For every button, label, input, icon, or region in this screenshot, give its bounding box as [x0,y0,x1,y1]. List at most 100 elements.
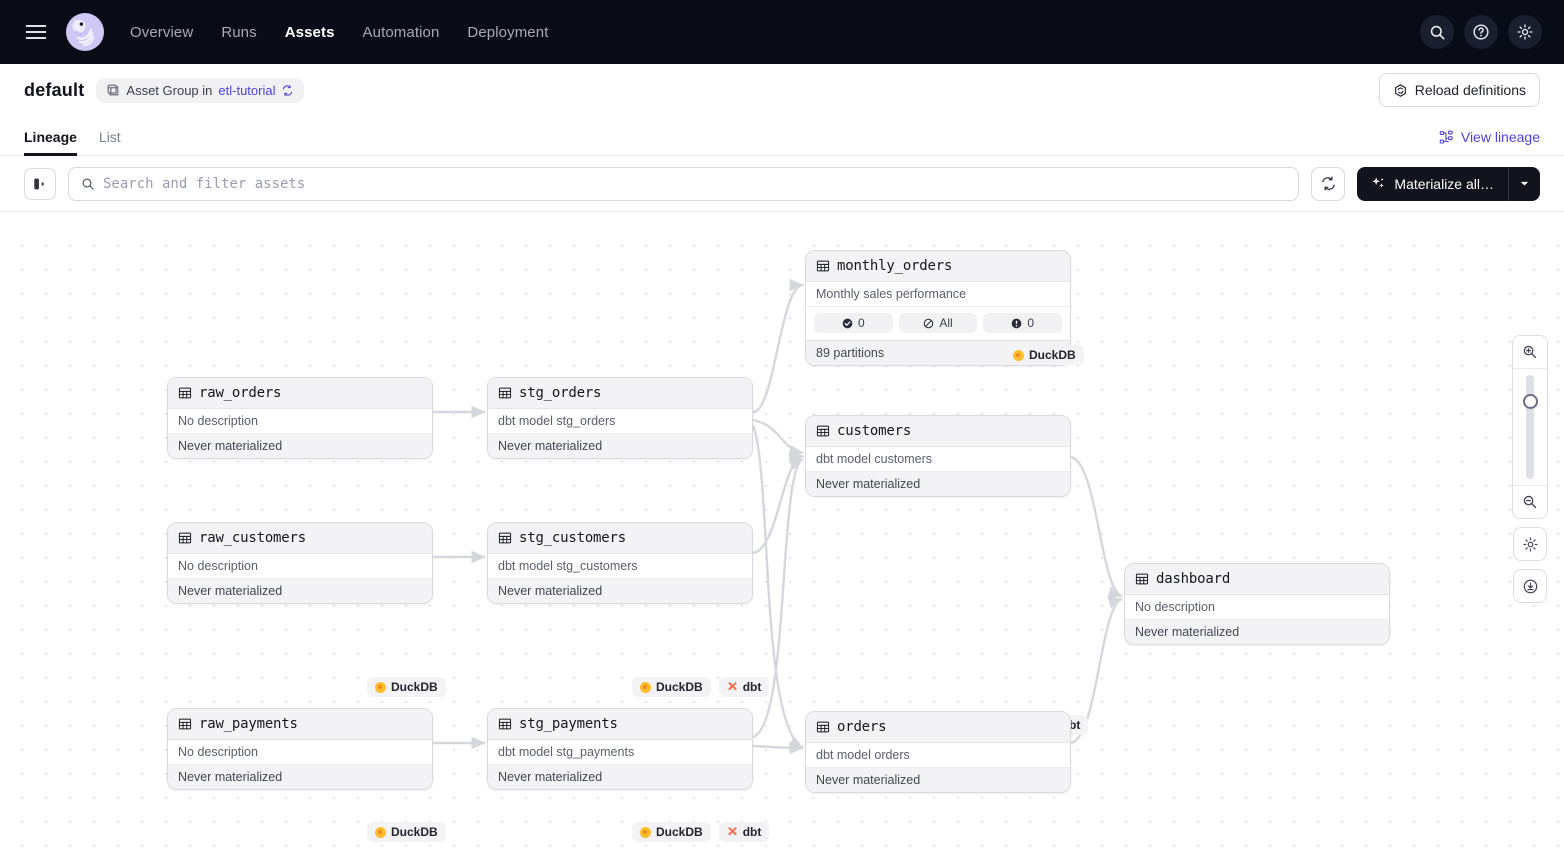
nav-link-runs[interactable]: Runs [221,23,257,41]
search-icon [81,177,95,191]
stat-chip-materialized[interactable]: 0 [814,313,893,333]
asset-node-badges-stg_customers: DuckDB dbt [632,822,770,842]
search-box[interactable] [68,166,1300,201]
nav-link-automation[interactable]: Automation [362,23,440,41]
table-icon [816,720,830,734]
nav-link-deployment[interactable]: Deployment [467,23,549,41]
asset-node-name: monthly_orders [837,258,953,274]
lineage-graph-canvas[interactable]: monthly_orders Monthly sales performance… [0,225,1564,851]
asset-node-dashboard[interactable]: dashboard No description Never materiali… [1124,563,1390,645]
edge-stg_orders-monthly_orders [752,278,804,414]
nav-link-assets[interactable]: Assets [284,23,335,41]
asset-node-raw_customers[interactable]: raw_customers No description Never mater… [167,522,433,604]
exclamation-circle-icon [1011,318,1022,329]
asset-node-status: Never materialized [488,579,752,603]
asset-node-badges-raw_orders: DuckDB [367,677,446,697]
table-icon [178,717,192,731]
edge-stg_payments-orders [752,741,804,755]
asset-node-stg_customers[interactable]: stg_customers dbt model stg_customers Ne… [487,522,753,604]
reload-definitions-button[interactable]: Reload definitions [1378,73,1540,107]
materialize-button-group: Materialize all… [1357,166,1540,201]
zoom-in-icon[interactable] [1513,336,1547,368]
duckdb-icon [1013,349,1024,361]
primary-nav-links: Overview Runs Assets Automation Deployme… [130,20,548,45]
stat-chip-missing[interactable]: All [898,313,978,333]
page-header: default Asset Group in etl-tutorial [0,64,1564,116]
graph-settings-gear-icon[interactable] [1513,527,1547,561]
assets-toolbar: Materialize all… [0,156,1564,212]
duckdb-icon [640,826,651,838]
badge-duckdb[interactable]: DuckDB [632,677,711,697]
tab-bar: Lineage List View lineage [0,116,1564,156]
materialize-all-button[interactable]: Materialize all… [1357,166,1508,201]
table-icon [178,386,192,400]
asset-node-name: raw_customers [199,530,306,546]
asset-node-description: No description [168,409,432,434]
edge-stg_orders-customers [752,418,804,458]
asset-node-header: customers [806,416,1070,447]
asset-node-description: No description [168,740,432,765]
lineage-edges [433,278,1123,755]
search-icon[interactable] [1420,15,1454,49]
badge-label: dbt [742,825,762,839]
tab-list[interactable]: List [98,129,121,145]
asset-node-orders[interactable]: orders dbt model orders Never materializ… [805,711,1071,793]
dagster-logo[interactable] [62,9,108,55]
badge-dbt[interactable]: dbt [718,822,770,842]
search-input[interactable] [103,175,1287,192]
asset-node-description: dbt model stg_orders [488,409,752,434]
badge-duckdb[interactable]: DuckDB [1005,345,1084,365]
view-lineage-link[interactable]: View lineage [1439,129,1540,155]
asset-node-raw_payments[interactable]: raw_payments No description Never materi… [167,708,433,790]
zoom-controls [1512,335,1548,603]
badge-label: dbt [742,680,762,694]
chevron-down-icon [1520,181,1529,186]
materialize-options-caret[interactable] [1508,166,1540,201]
download-circle-icon[interactable] [1513,569,1547,603]
materialize-all-label: Materialize all… [1394,175,1494,192]
nav-link-overview[interactable]: Overview [130,23,194,41]
page-title: default [24,79,85,100]
badge-duckdb[interactable]: DuckDB [367,677,446,697]
zoom-slider[interactable] [1513,368,1547,486]
tab-lineage[interactable]: Lineage [24,129,77,156]
gear-icon[interactable] [1508,15,1542,49]
help-icon[interactable] [1464,15,1498,49]
reload-icon[interactable] [281,84,294,97]
asset-group-chip[interactable]: Asset Group in etl-tutorial [96,77,305,103]
asset-node-header: raw_payments [168,709,432,740]
asset-node-description: dbt model stg_payments [488,740,752,765]
asset-node-header: stg_orders [488,378,752,409]
badge-duckdb[interactable]: DuckDB [367,822,446,842]
badge-label: DuckDB [1029,348,1076,362]
hamburger-menu-icon[interactable] [16,12,56,52]
asset-node-description: dbt model stg_customers [488,554,752,579]
table-icon [498,717,512,731]
asset-node-stg_payments[interactable]: stg_payments dbt model stg_payments Neve… [487,708,753,790]
stat-chip-value: All [939,316,953,330]
reload-definitions-icon [1393,83,1408,98]
top-navigation-bar: Overview Runs Assets Automation Deployme… [0,0,1564,64]
edge-stg_payments-customers [752,457,804,739]
badge-dbt[interactable]: dbt [718,677,770,697]
panel-toggle-icon[interactable] [24,167,56,200]
asset-node-stg_orders[interactable]: stg_orders dbt model stg_orders Never ma… [487,377,753,459]
asset-node-raw_orders[interactable]: raw_orders No description Never material… [167,377,433,459]
asset-node-status: Never materialized [806,768,1070,792]
asset-node-monthly_orders[interactable]: monthly_orders Monthly sales performance… [805,250,1071,366]
check-circle-icon [842,318,853,329]
asset-node-name: customers [837,423,912,439]
zoom-out-icon[interactable] [1513,486,1547,518]
refresh-icon[interactable] [1311,166,1346,201]
asset-node-customers[interactable]: customers dbt model customers Never mate… [805,415,1071,497]
stat-chip-failed[interactable]: 0 [983,313,1063,333]
zoom-slider-knob[interactable] [1522,394,1538,409]
table-icon [498,531,512,545]
table-icon [816,424,830,438]
asset-node-badges-stg_orders: DuckDB dbt [632,677,770,697]
asset-node-name: orders [837,719,887,735]
asset-group-link[interactable]: etl-tutorial [218,82,276,98]
asset-node-status: Never materialized [1125,620,1389,644]
badge-duckdb[interactable]: DuckDB [632,822,711,842]
